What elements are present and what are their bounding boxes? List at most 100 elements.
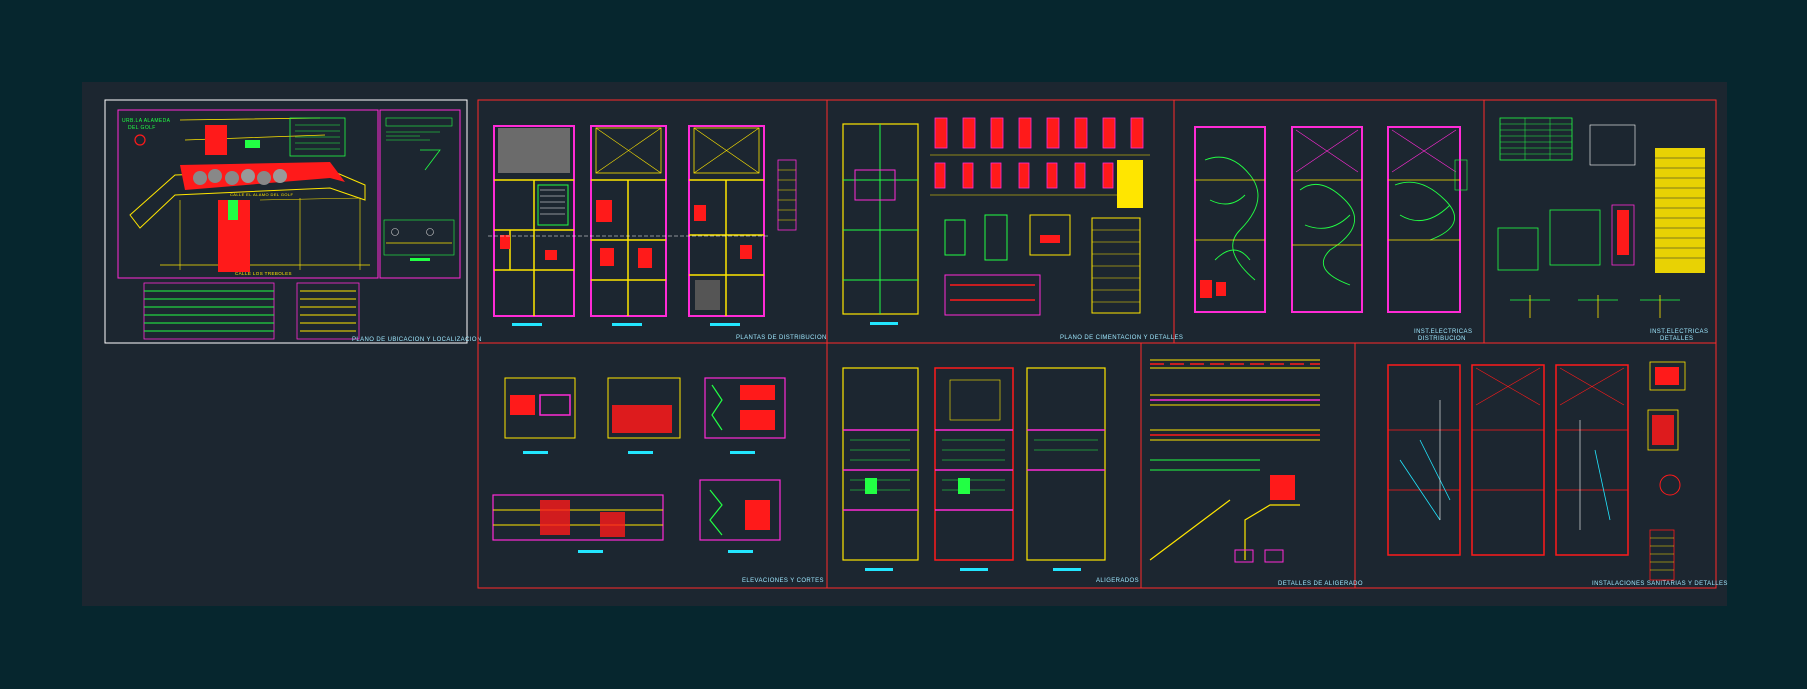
tree	[273, 169, 287, 183]
slab-title-bar	[865, 568, 893, 571]
column-detail	[962, 117, 976, 149]
sheet-detalles-aligerado: DETALLES DE ALIGERADO	[1149, 359, 1363, 587]
section-b	[699, 479, 781, 541]
plan-walls	[689, 179, 764, 316]
street-name-mid: CALLE EL ALAMO DEL GOLF	[230, 192, 294, 197]
meter-detail	[1611, 204, 1635, 266]
tank-detail-red	[1655, 367, 1679, 385]
column-detail	[1046, 162, 1058, 189]
room-red	[600, 248, 614, 266]
plan-title-bar	[710, 323, 740, 326]
stair-detail-2	[1244, 504, 1300, 560]
room-red	[596, 200, 612, 222]
sheet-elec-det: INST.ELECTRICAS DETALLES	[1497, 117, 1708, 342]
sheet-aligerados: ALIGERADOS	[842, 367, 1139, 584]
info-title-box	[385, 117, 453, 127]
load-table-rows	[1500, 118, 1572, 160]
door-schedule-rows	[778, 169, 796, 221]
legend-lines	[295, 124, 340, 150]
elec-circuits-1	[1204, 156, 1259, 281]
tree	[241, 169, 255, 183]
stair-footing	[1234, 549, 1254, 563]
slab-plan-1	[842, 367, 919, 561]
stair-detail-red	[1270, 475, 1295, 500]
panel-detail	[1589, 124, 1636, 166]
sheet-title-elevaciones: ELEVACIONES Y CORTES	[742, 578, 824, 584]
section-a-red-2	[740, 410, 775, 430]
section-long-red	[540, 500, 570, 535]
north-arrow-icon	[134, 134, 146, 146]
plan-hatch	[498, 128, 570, 173]
sheet-sanitarias: INSTALACIONES SANITARIAS Y DETALLES	[1387, 361, 1727, 587]
plumbing-legend-rows	[1650, 537, 1674, 571]
sheet-title-elec-dist-1: INST.ELECTRICAS	[1414, 329, 1472, 335]
elec-plan-1	[1194, 126, 1266, 313]
sheet-ubicacion: URB.LA ALAMEDA DEL GOLF CALLE LOS TREBOL…	[104, 99, 482, 344]
floor-plan-3	[688, 125, 765, 326]
street-name-bottom: CALLE LOS TREBOLES	[235, 271, 292, 276]
slab-green	[865, 478, 877, 494]
elevation-rear	[607, 377, 681, 439]
site-info-box	[379, 109, 461, 279]
elec-void-x	[1295, 129, 1457, 173]
sheet-title-aligerados: ALIGERADOS	[1096, 578, 1139, 584]
sheet-background	[82, 82, 1727, 606]
slab-title-bar	[1053, 568, 1081, 571]
plan-hatch	[695, 280, 720, 310]
room-red	[500, 235, 510, 249]
footing-detail	[984, 214, 1008, 261]
stair-detail	[1149, 499, 1231, 561]
column-detail	[990, 162, 1002, 189]
plan-void-x	[595, 127, 662, 174]
diagram-box	[1497, 227, 1539, 271]
plan-walls	[591, 179, 666, 316]
elec-circuits-2	[1299, 183, 1355, 286]
lot-lines	[179, 197, 361, 270]
plan-stairs	[540, 189, 565, 215]
plumbing-walls	[1388, 429, 1628, 491]
stair-footing	[1264, 549, 1284, 563]
elec-plan-3	[1387, 126, 1461, 313]
elevation-front-magenta	[539, 394, 571, 416]
grounding-details-verticals	[1529, 295, 1661, 318]
elev-label-bar	[728, 550, 753, 553]
column-detail	[1102, 162, 1114, 189]
tree	[257, 171, 271, 185]
diagram-box	[1549, 209, 1601, 266]
sheet-title-ubicacion: PLANO DE UBICACION Y LOCALIZACION	[352, 337, 482, 343]
elev-label-bar	[628, 451, 653, 454]
sheet-plantas: PLANTAS DE DISTRIBUCION	[488, 125, 826, 341]
joist-section-2	[1150, 429, 1320, 441]
sheet-cimentacion: PLANO DE CIMENTACION Y DETALLES	[842, 117, 1183, 341]
lot-green	[228, 200, 238, 220]
column-detail	[962, 162, 974, 189]
column-detail	[1102, 117, 1116, 149]
load-table	[1499, 117, 1573, 161]
room-red	[545, 250, 557, 260]
footing-detail	[944, 219, 966, 256]
urbanization-name-2: DEL GOLF	[128, 125, 156, 131]
water-lines	[1399, 439, 1611, 521]
lot-red-top	[205, 125, 227, 155]
section-a-stairs	[711, 384, 723, 431]
sheet-title-elec-det-1: INST.ELECTRICAS	[1650, 329, 1708, 335]
footing-schedule	[1091, 217, 1141, 314]
column-detail	[1074, 117, 1088, 149]
section-b-red	[745, 500, 770, 530]
area-table-rows	[144, 290, 274, 332]
slab-plan-2	[934, 367, 1014, 561]
elevation-front-red	[510, 395, 535, 415]
elec-circuits-3	[1394, 181, 1455, 241]
slab-title-bar	[960, 568, 988, 571]
sheet-title-cimentacion: PLANO DE CIMENTACION Y DETALLES	[1060, 335, 1183, 341]
valve-detail	[1659, 474, 1681, 496]
summary-table-rows	[300, 290, 356, 332]
foundation-title-bar	[870, 322, 898, 325]
room-red	[740, 245, 752, 259]
slab-green	[958, 478, 970, 494]
column-detail	[934, 162, 946, 189]
elec-legend	[1454, 159, 1468, 191]
column-detail	[1130, 117, 1144, 149]
room-red	[694, 205, 706, 221]
